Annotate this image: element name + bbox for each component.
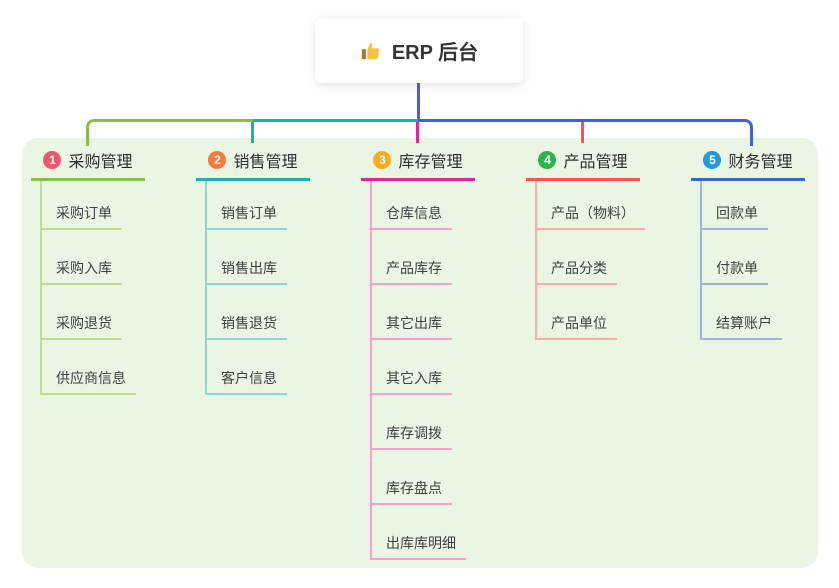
branch-label: 产品管理 xyxy=(563,154,628,171)
connector-root-branch5 xyxy=(418,119,753,146)
thumbs-up-icon xyxy=(361,42,380,59)
branch-children-connector xyxy=(205,181,207,395)
node-purchase-order[interactable]: 采购订单 xyxy=(40,205,122,230)
node-purchase-inbound[interactable]: 采购入库 xyxy=(40,260,122,285)
node-sales-return[interactable]: 销售退货 xyxy=(205,315,287,340)
branch-number-badge: 1 xyxy=(43,151,62,169)
connector-drop-branch2 xyxy=(251,122,254,143)
branch-number-badge: 2 xyxy=(208,151,227,169)
branch-label: 财务管理 xyxy=(728,154,793,171)
branch-sales: 2 销售管理 销售订单 销售出库 销售退货 客户信息 xyxy=(196,148,310,395)
node-other-outbound[interactable]: 其它出库 xyxy=(370,315,452,340)
node-purchase-return[interactable]: 采购退货 xyxy=(40,315,122,340)
root-node[interactable]: ERP 后台 xyxy=(315,18,523,83)
branch-children-connector xyxy=(700,181,702,340)
node-stock-transfer[interactable]: 库存调拨 xyxy=(370,425,452,450)
node-supplier-info[interactable]: 供应商信息 xyxy=(40,370,136,395)
node-payment-bill[interactable]: 付款单 xyxy=(700,260,768,285)
branch-product-header[interactable]: 4 产品管理 xyxy=(526,148,640,181)
branch-inventory: 3 库存管理 仓库信息 产品库存 其它出库 其它入库 库存调拨 库存盘点 出库库… xyxy=(361,148,475,560)
branches-panel xyxy=(22,138,818,568)
branch-children-connector xyxy=(40,181,42,395)
branch-number-badge: 4 xyxy=(538,151,557,169)
node-sales-order[interactable]: 销售订单 xyxy=(205,205,287,230)
branch-label: 采购管理 xyxy=(68,154,133,171)
branch-finance: 5 财务管理 回款单 付款单 结算账户 xyxy=(691,148,805,340)
node-settlement-account[interactable]: 结算账户 xyxy=(700,315,782,340)
node-stock-check[interactable]: 库存盘点 xyxy=(370,480,452,505)
connector-drop-branch4 xyxy=(581,122,584,143)
node-product-category[interactable]: 产品分类 xyxy=(535,260,617,285)
node-product-stock[interactable]: 产品库存 xyxy=(370,260,452,285)
node-customer-info[interactable]: 客户信息 xyxy=(205,370,287,395)
branch-purchase: 1 采购管理 采购订单 采购入库 采购退货 供应商信息 xyxy=(31,148,145,395)
node-sales-outbound[interactable]: 销售出库 xyxy=(205,260,287,285)
node-other-inbound[interactable]: 其它入库 xyxy=(370,370,452,395)
branch-finance-header[interactable]: 5 财务管理 xyxy=(691,148,805,181)
branch-inventory-header[interactable]: 3 库存管理 xyxy=(361,148,475,181)
connector-branch1-branch2 xyxy=(86,119,256,146)
connector-branch2-root xyxy=(253,119,418,122)
branch-children-connector xyxy=(370,181,372,560)
branch-label: 销售管理 xyxy=(233,154,298,171)
branch-label: 库存管理 xyxy=(398,154,463,171)
node-outbound-detail[interactable]: 出库库明细 xyxy=(370,535,466,560)
node-product-unit[interactable]: 产品单位 xyxy=(535,315,617,340)
root-title: ERP 后台 xyxy=(391,42,479,64)
node-product-material[interactable]: 产品（物料） xyxy=(535,205,645,230)
branch-number-badge: 3 xyxy=(373,151,392,169)
branch-number-badge: 5 xyxy=(703,151,722,169)
branch-product: 4 产品管理 产品（物料） 产品分类 产品单位 xyxy=(526,148,645,340)
node-receipt-bill[interactable]: 回款单 xyxy=(700,205,768,230)
branch-sales-header[interactable]: 2 销售管理 xyxy=(196,148,310,181)
connector-drop-branch3 xyxy=(416,122,419,143)
branch-children-connector xyxy=(535,181,537,340)
node-warehouse-info[interactable]: 仓库信息 xyxy=(370,205,452,230)
root-connector-line xyxy=(417,83,420,122)
branch-purchase-header[interactable]: 1 采购管理 xyxy=(31,148,145,181)
